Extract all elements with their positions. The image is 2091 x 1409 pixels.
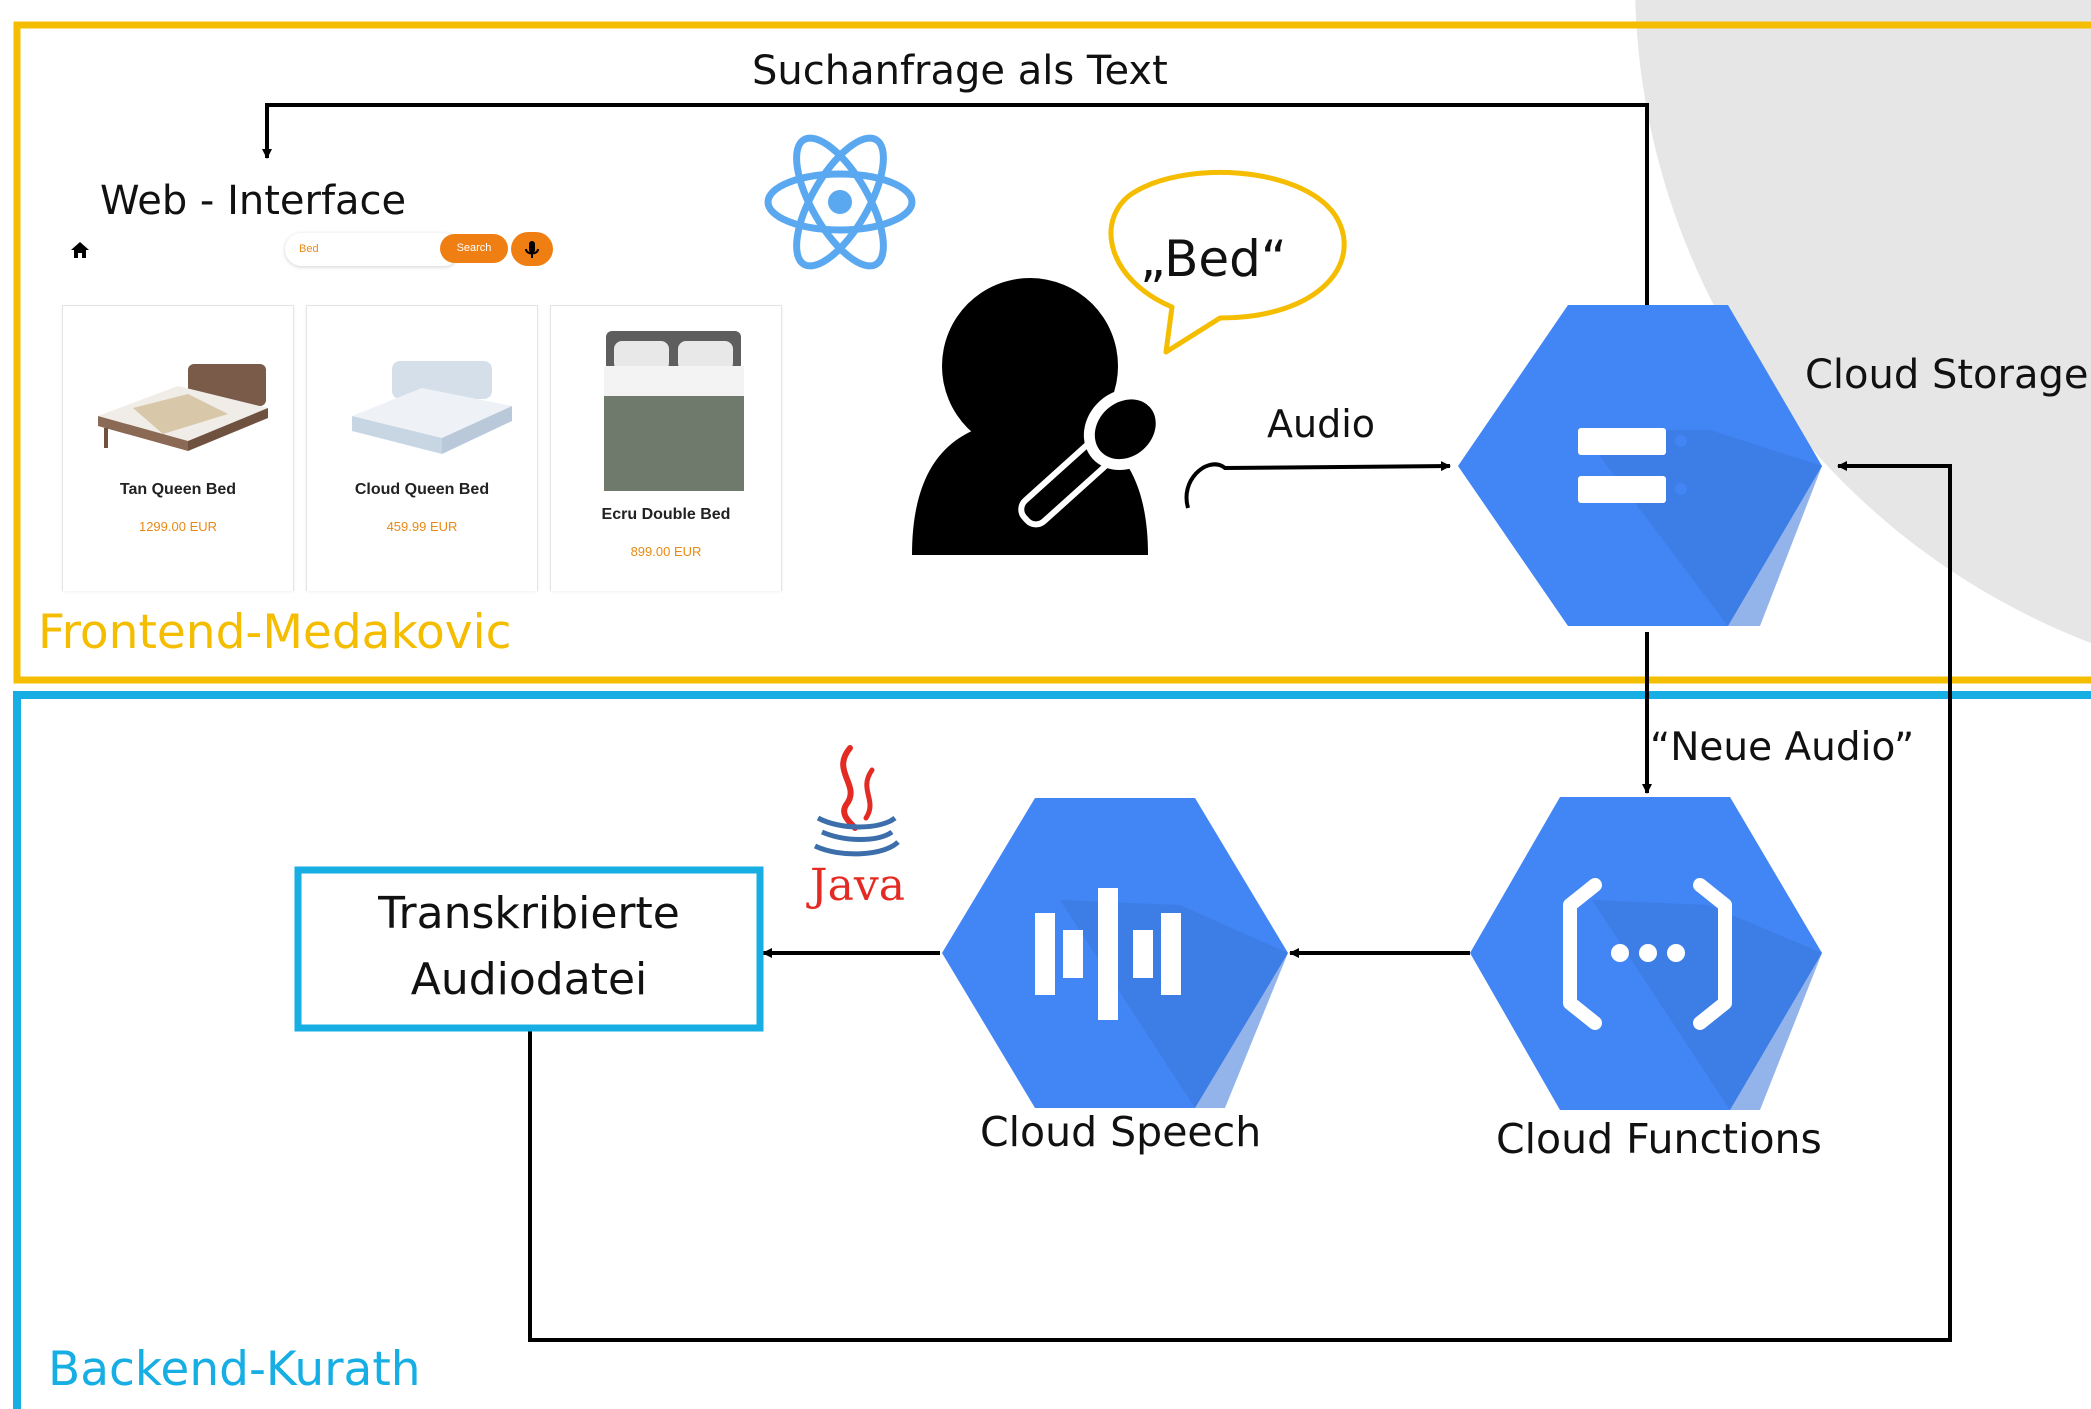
product-card[interactable]: Cloud Queen Bed 459.99 EUR bbox=[306, 305, 538, 591]
frontend-region-label: Frontend-Medakovic bbox=[38, 605, 512, 660]
product-price: 1299.00 EUR bbox=[138, 519, 218, 534]
search-input[interactable]: Bed bbox=[285, 233, 460, 266]
functions-label: Cloud Functions bbox=[1496, 1115, 1822, 1163]
bed-image bbox=[98, 364, 268, 451]
speech-icon bbox=[942, 798, 1288, 1108]
react-logo-icon bbox=[764, 134, 916, 270]
backend-region-border bbox=[13, 691, 2091, 1409]
audio-label: Audio bbox=[1267, 402, 1376, 446]
product-card[interactable]: Tan Queen Bed 1299.00 EUR bbox=[62, 305, 294, 591]
bed-image bbox=[604, 331, 744, 491]
microphone-icon bbox=[525, 241, 539, 258]
functions-icon bbox=[1470, 797, 1822, 1110]
product-name: Ecru Double Bed bbox=[601, 506, 731, 523]
product-price: 459.99 EUR bbox=[386, 519, 458, 534]
query-text-connector bbox=[262, 103, 1649, 305]
output-to-storage-connector bbox=[528, 461, 1952, 1342]
output-box-line1: Transkribierte bbox=[378, 888, 680, 939]
output-box-border bbox=[294, 866, 764, 1032]
microphone-button[interactable] bbox=[511, 232, 553, 266]
web-interface-title: Web - Interface bbox=[100, 178, 407, 224]
audio-connector bbox=[1184, 461, 1451, 509]
backend-region-label: Backend-Kurath bbox=[48, 1342, 421, 1397]
storage-icon bbox=[1458, 305, 1822, 626]
product-name: Cloud Queen Bed bbox=[354, 481, 490, 498]
search-button[interactable]: Search bbox=[440, 234, 508, 263]
storage-label: Cloud Storage bbox=[1805, 352, 2089, 398]
output-box-line2: Audiodatei bbox=[410, 954, 648, 1005]
new-audio-label: “Neue Audio” bbox=[1650, 725, 1915, 770]
product-name: Tan Queen Bed bbox=[119, 481, 237, 498]
java-logo-icon bbox=[813, 745, 900, 857]
query-text-label: Suchanfrage als Text bbox=[752, 48, 1168, 94]
speech-bubble-text: „Bed“ bbox=[1140, 230, 1287, 288]
speech-label: Cloud Speech bbox=[980, 1108, 1262, 1156]
product-card[interactable]: Ecru Double Bed 899.00 EUR bbox=[550, 305, 782, 591]
speech-bubble-shape bbox=[1108, 169, 1347, 355]
background-circle bbox=[1635, 0, 2091, 643]
home-icon[interactable] bbox=[68, 238, 92, 262]
bed-image bbox=[352, 361, 512, 454]
person-silhouette-icon bbox=[912, 278, 1167, 555]
product-price: 899.00 EUR bbox=[630, 544, 702, 559]
java-logo-text: Java bbox=[810, 860, 905, 911]
frontend-region-border bbox=[13, 21, 2091, 684]
